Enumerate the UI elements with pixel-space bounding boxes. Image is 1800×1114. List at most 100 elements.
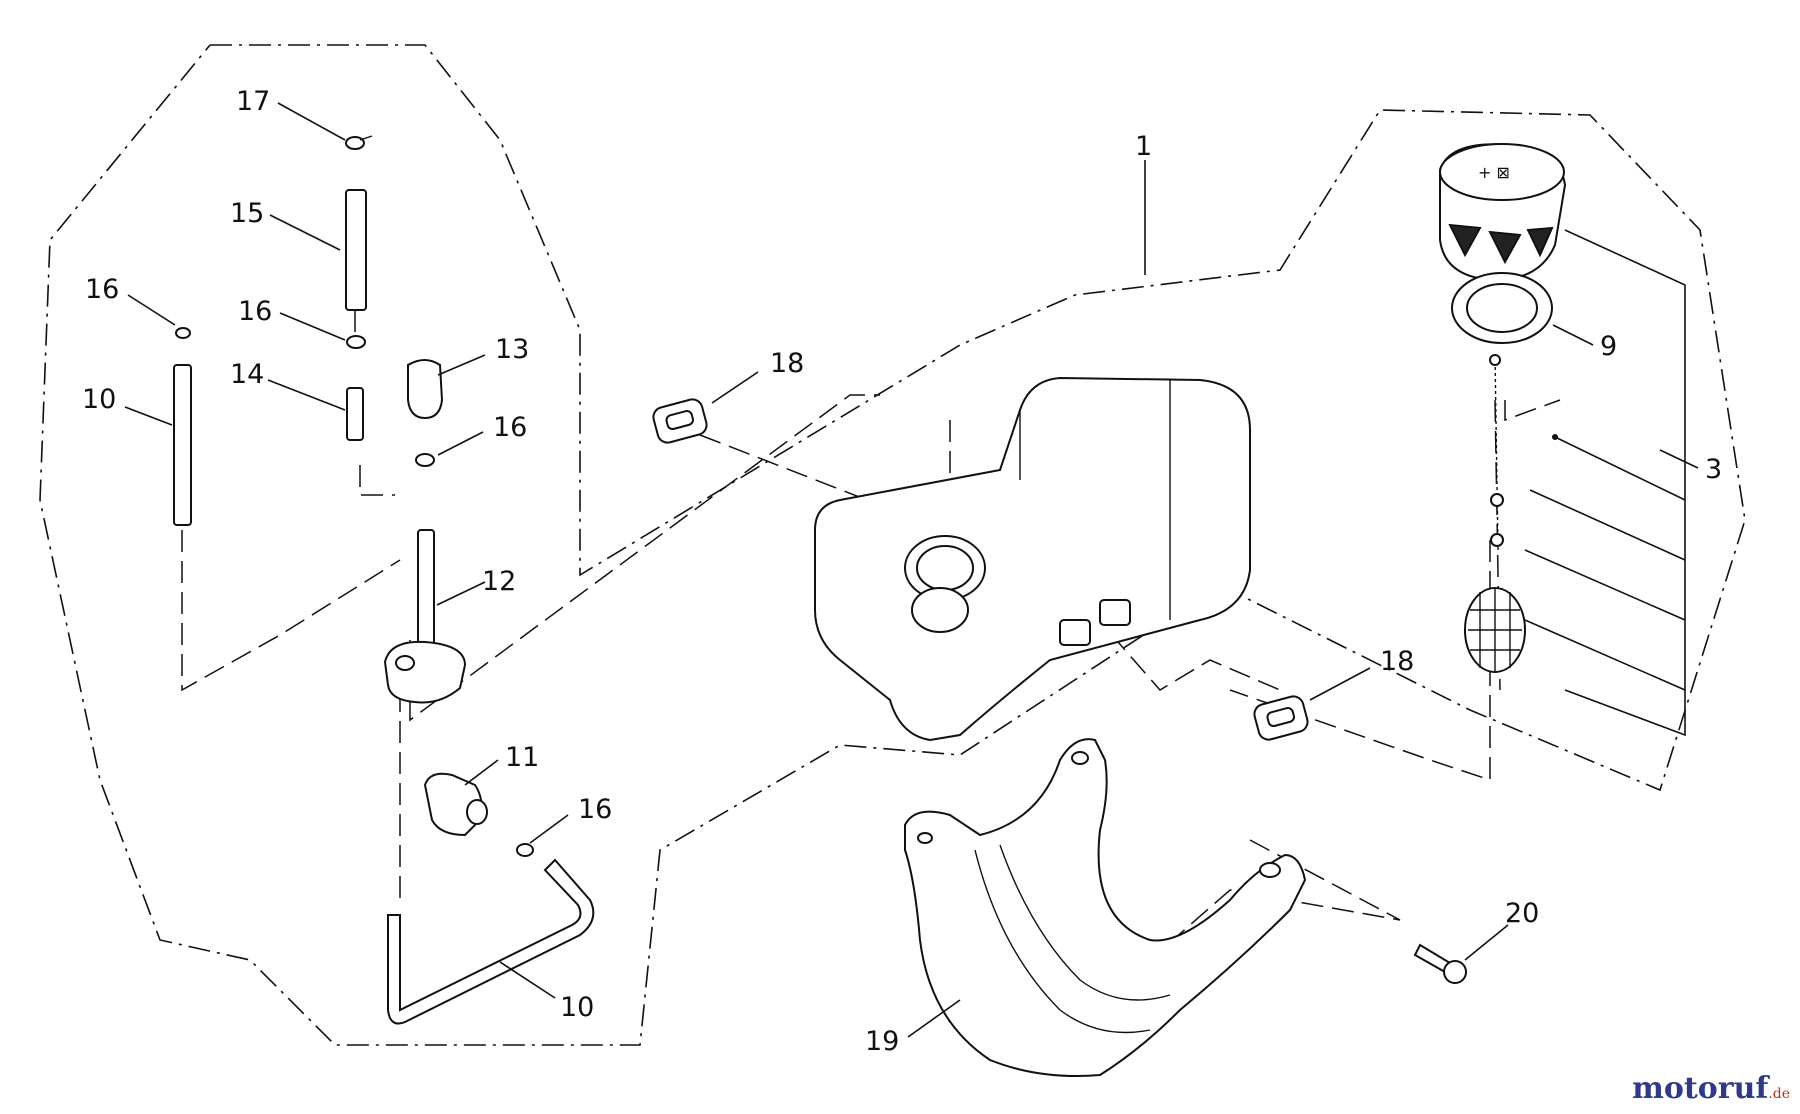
- leader-16a: [127, 294, 176, 326]
- fuel-cap-symbol: + ⊠: [1478, 163, 1510, 182]
- leader-20: [1464, 924, 1509, 961]
- grommet-18-right-inner: [1266, 707, 1295, 728]
- strainer-mesh: [1468, 588, 1522, 672]
- callout-10: 10: [82, 384, 116, 415]
- tank-guard: [904, 738, 1307, 1077]
- parts-group-outline: [39, 44, 1746, 1046]
- callout-16: 16: [493, 412, 527, 443]
- oring-16-upper: [346, 335, 366, 349]
- align-line-12-tank: [409, 394, 880, 722]
- leader-14: [267, 379, 346, 411]
- callout-3-bracket: [1524, 229, 1686, 737]
- chain: [1494, 354, 1499, 551]
- guard-19-body: [904, 738, 1307, 1077]
- callout-10: 10: [560, 992, 594, 1023]
- guard-19-ribs: [974, 844, 1171, 1034]
- leader-9: [1552, 324, 1594, 346]
- tank-filler-inner: [916, 545, 974, 591]
- leader-13: [437, 354, 486, 376]
- leader-16c: [437, 431, 484, 456]
- fuel-line-parts: [173, 135, 595, 1025]
- tank-secondary-neck: [911, 587, 969, 633]
- tank-mount-right: [1099, 599, 1131, 626]
- watermark-suffix: .de: [1768, 1086, 1790, 1102]
- fuel-cap: + ⊠: [1439, 143, 1567, 282]
- callout-16: 16: [578, 794, 612, 825]
- leader-lines: [124, 102, 1699, 1038]
- leader-16d: [529, 814, 569, 844]
- watermark-logo: motoruf.de: [1632, 1071, 1790, 1106]
- bracket-3-pin: [1554, 436, 1686, 501]
- grommet-18-left-inner: [665, 410, 694, 431]
- fuel-tank: [814, 376, 1251, 742]
- tank-plug-12: [383, 640, 467, 704]
- callout-20: 20: [1505, 898, 1539, 929]
- align-line-18-right: [1089, 609, 1281, 691]
- align-line-filter: [1229, 540, 1491, 782]
- bracket-3-link: [1524, 549, 1686, 621]
- callout-16: 16: [85, 274, 119, 305]
- cap-chain-strainer: [1464, 354, 1558, 673]
- seal-9-inner: [1466, 283, 1538, 333]
- fuel-cap-grip-teeth: [1448, 223, 1554, 265]
- filter-11-end: [466, 799, 488, 825]
- oring-16-left: [175, 327, 191, 339]
- leader-18a: [711, 371, 759, 404]
- callout-15: 15: [230, 198, 264, 229]
- clip-17-tab: [359, 135, 373, 141]
- align-line-14: [359, 465, 395, 496]
- grommet-right: [1253, 695, 1309, 741]
- chain-top-link: [1489, 354, 1501, 366]
- plug-hole: [395, 655, 415, 671]
- tube-12: [417, 529, 435, 646]
- align-line-20: [1149, 839, 1401, 961]
- group-boundaries: [39, 44, 1746, 1046]
- callout-11: 11: [505, 742, 539, 773]
- chain-link-lower: [1490, 533, 1504, 547]
- filter-13: [407, 359, 444, 420]
- chain-link-mid: [1490, 493, 1504, 507]
- tank-edges: [1019, 380, 1171, 620]
- leader-17: [277, 102, 346, 141]
- callout-18: 18: [1380, 646, 1414, 677]
- leader-11: [464, 759, 499, 786]
- tube-10-left: [173, 364, 192, 526]
- tank-body: [814, 376, 1251, 742]
- leader-15: [269, 214, 341, 251]
- callout-12: 12: [482, 566, 516, 597]
- clip-17: [345, 136, 365, 150]
- leader-10b: [499, 961, 556, 999]
- callout-18: 18: [770, 348, 804, 379]
- callout-14: 14: [230, 359, 264, 390]
- guard-hole-top: [1071, 751, 1089, 765]
- callout-16: 16: [238, 296, 272, 327]
- bracket-3-strainer: [1524, 619, 1686, 691]
- connector-14: [346, 387, 364, 441]
- tank-mount-left: [1059, 619, 1091, 646]
- leader-12: [436, 581, 486, 606]
- leader-18b: [1309, 667, 1371, 701]
- align-line-18-left: [699, 434, 881, 506]
- guard-hole-left: [917, 832, 933, 844]
- callout-1: 1: [1135, 131, 1152, 162]
- bracket-3-chain: [1529, 489, 1686, 561]
- bracket-3-outer: [1564, 229, 1686, 737]
- cap-seal: [1451, 272, 1553, 344]
- guard-hole-right: [1259, 862, 1281, 878]
- align-line-10-left: [181, 530, 401, 692]
- grommet-left: [652, 398, 708, 444]
- leader-16b: [279, 312, 346, 341]
- align-line-9: [1504, 399, 1561, 422]
- oring-16-filter: [415, 453, 435, 467]
- screw-20-head: [1443, 960, 1467, 984]
- hose-10-bent: [387, 858, 595, 1025]
- callout-19: 19: [865, 1026, 899, 1057]
- leader-19: [907, 999, 961, 1038]
- callout-13: 13: [495, 334, 529, 365]
- leader-10a: [124, 406, 173, 426]
- tube-15: [345, 189, 367, 311]
- fuel-cap-top: [1439, 143, 1565, 201]
- callout-17: 17: [236, 86, 270, 117]
- callout-3: 3: [1705, 454, 1722, 485]
